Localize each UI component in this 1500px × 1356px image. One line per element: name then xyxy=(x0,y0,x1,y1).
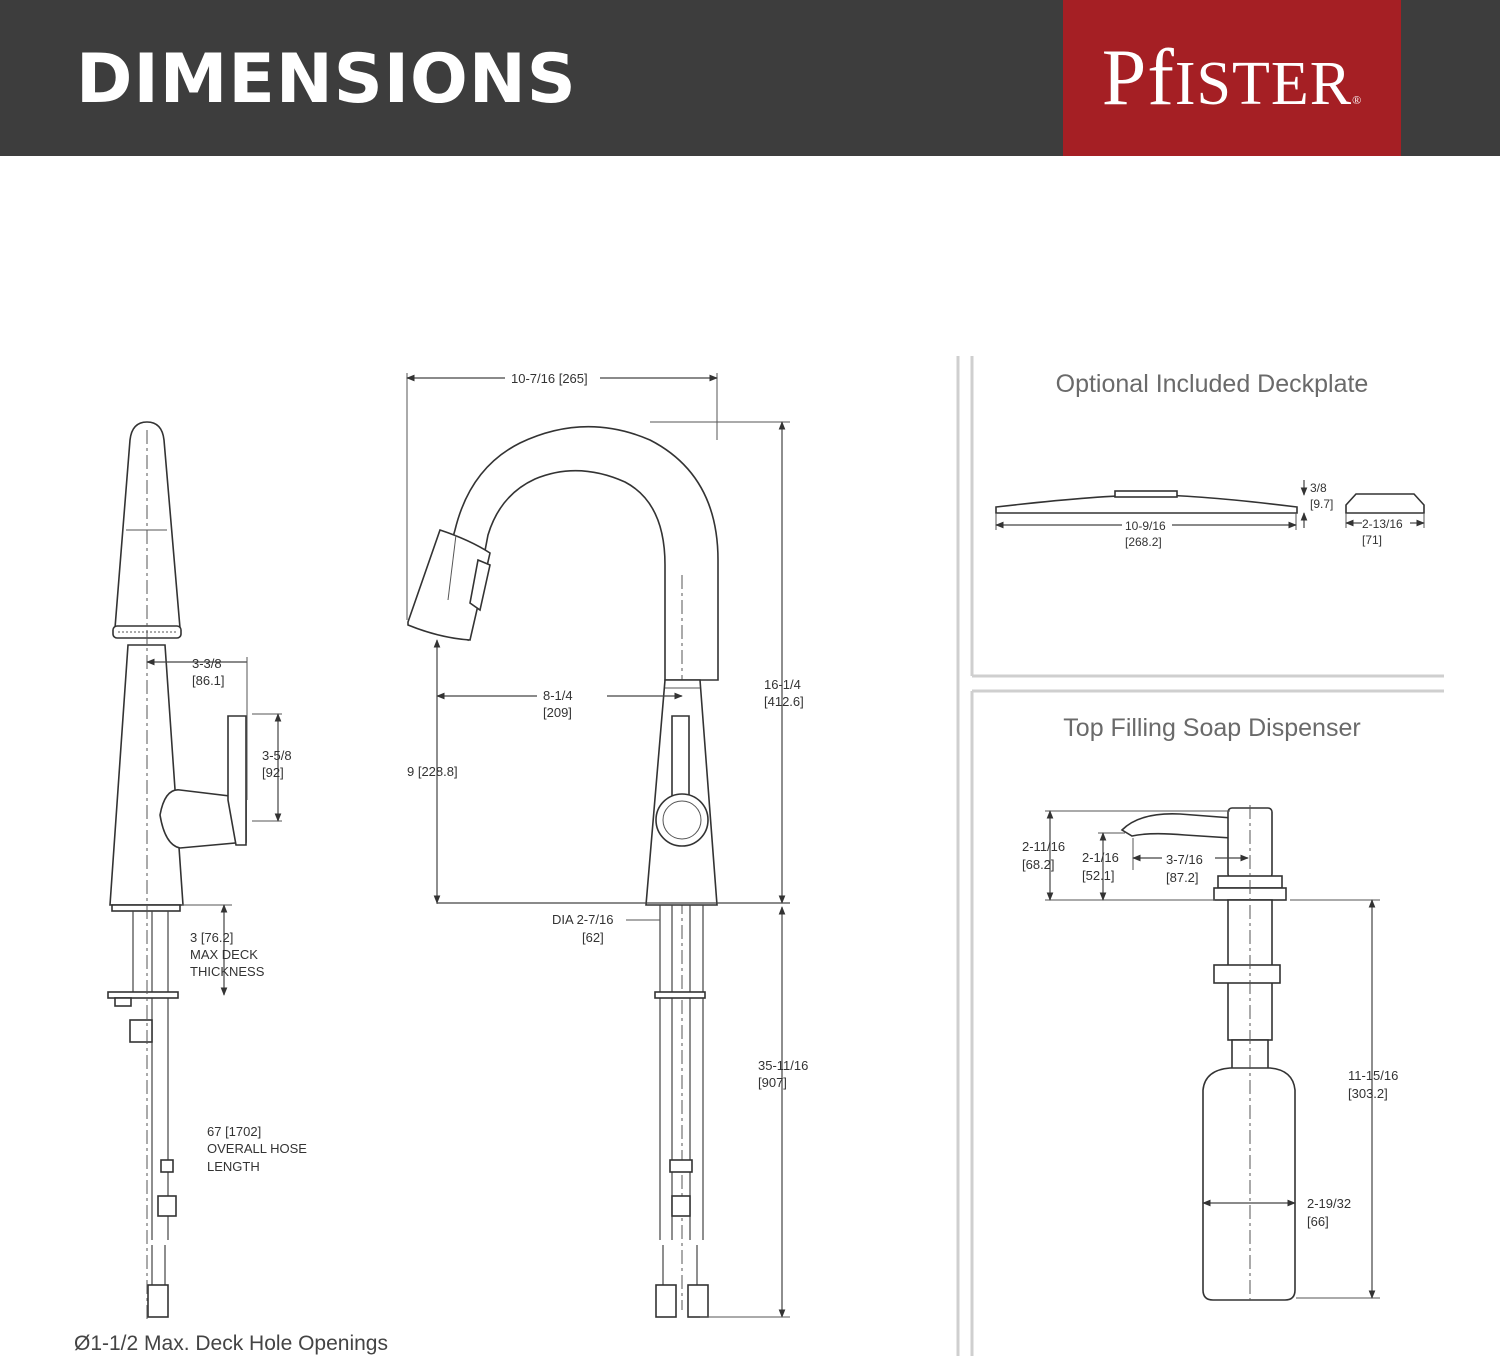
deckplate-panel: Optional Included Deckplate 10-9/16 [268… xyxy=(995,370,1425,549)
dim-reach: 8-1/4 xyxy=(543,688,573,703)
dim-hose-length-1: 67 [1702] xyxy=(207,1124,261,1139)
dim-handle-offset: 3-3/8 xyxy=(192,656,222,671)
brand-logo-wordmark: PfISTER® xyxy=(1063,30,1401,148)
brand-logo: PfISTER® xyxy=(1063,0,1401,156)
dim-deckplate-height-mm: [9.7] xyxy=(1310,497,1333,511)
side-view-dimensions: 3-3/8 [86.1] 3-5/8 [92] 3 [76.2] MAX DEC… xyxy=(146,656,307,1174)
dim-soap-bottle-diameter: 2-19/32 xyxy=(1307,1196,1351,1211)
dim-deckplate-width-mm: [71] xyxy=(1362,533,1382,547)
dimension-drawing: 3-3/8 [86.1] 3-5/8 [92] 3 [76.2] MAX DEC… xyxy=(74,356,1444,1356)
dim-hose-length-3: LENGTH xyxy=(207,1159,260,1174)
dim-soap-bottle-diameter-mm: [66] xyxy=(1307,1214,1329,1229)
dim-base-diameter: DIA 2-7/16 xyxy=(552,912,613,927)
panel-frames xyxy=(956,356,1444,1356)
dim-handle-offset-mm: [86.1] xyxy=(192,673,225,688)
brand-logo-trademark: ® xyxy=(1352,93,1363,107)
dim-reach-mm: [209] xyxy=(543,705,572,720)
dim-below-deck: 35-11/16 xyxy=(758,1058,808,1073)
front-view-faucet xyxy=(407,425,719,1318)
deckplate-title: Optional Included Deckplate xyxy=(1056,370,1369,398)
dim-soap-overall-height-mm: [68.2] xyxy=(1022,857,1055,872)
dim-deck-thickness-3: THICKNESS xyxy=(190,964,265,979)
dim-total-height: 16-1/4 xyxy=(764,677,801,692)
dim-total-height-mm: [412.6] xyxy=(764,694,804,709)
dim-soap-below-deck-mm: [303.2] xyxy=(1348,1086,1388,1101)
dim-handle-height-mm: [92] xyxy=(262,765,284,780)
dim-deckplate-width: 2-13/16 xyxy=(1362,517,1403,531)
dim-soap-overall-height: 2-11/16 xyxy=(1022,839,1065,854)
page-title: DIMENSIONS xyxy=(76,40,577,119)
dim-soap-spout-height-mm: [52.1] xyxy=(1082,868,1115,883)
dim-base-diameter-mm: [62] xyxy=(582,930,604,945)
header-bar: DIMENSIONS PfISTER® xyxy=(0,0,1500,156)
dim-below-deck-mm: [907] xyxy=(758,1075,787,1090)
soap-dispenser-title: Top Filling Soap Dispenser xyxy=(1063,714,1360,742)
front-view-dimensions: 10-7/16 [265] 8-1/4 [209] 9 [228.8] 16-1… xyxy=(406,371,808,1318)
dim-deckplate-length: 10-9/16 xyxy=(1125,519,1166,533)
dim-spout-height: 9 [228.8] xyxy=(407,764,458,779)
dim-deckplate-length-mm: [268.2] xyxy=(1125,535,1162,549)
side-view-faucet xyxy=(107,421,247,1320)
dim-deck-thickness-1: 3 [76.2] xyxy=(190,930,233,945)
dim-soap-spout-height: 2-1/16 xyxy=(1082,850,1119,865)
dim-deck-thickness-2: MAX DECK xyxy=(190,947,258,962)
soap-dispenser-panel: Top Filling Soap Dispenser 2-11/16 [68.2… xyxy=(1022,714,1398,1301)
dim-soap-reach-mm: [87.2] xyxy=(1166,870,1199,885)
deck-hole-footnote: Ø1-1/2 Max. Deck Hole Openings xyxy=(74,1332,388,1355)
dim-hose-length-2: OVERALL HOSE xyxy=(207,1141,307,1156)
dim-overall-width: 10-7/16 [265] xyxy=(511,371,588,386)
dim-soap-reach: 3-7/16 xyxy=(1166,852,1203,867)
brand-logo-initials: Pf xyxy=(1101,34,1175,122)
dim-deckplate-height: 3/8 xyxy=(1310,481,1327,495)
brand-logo-rest: ISTER xyxy=(1174,50,1353,118)
dim-soap-below-deck: 11-15/16 xyxy=(1348,1068,1398,1083)
dim-handle-height: 3-5/8 xyxy=(262,748,292,763)
